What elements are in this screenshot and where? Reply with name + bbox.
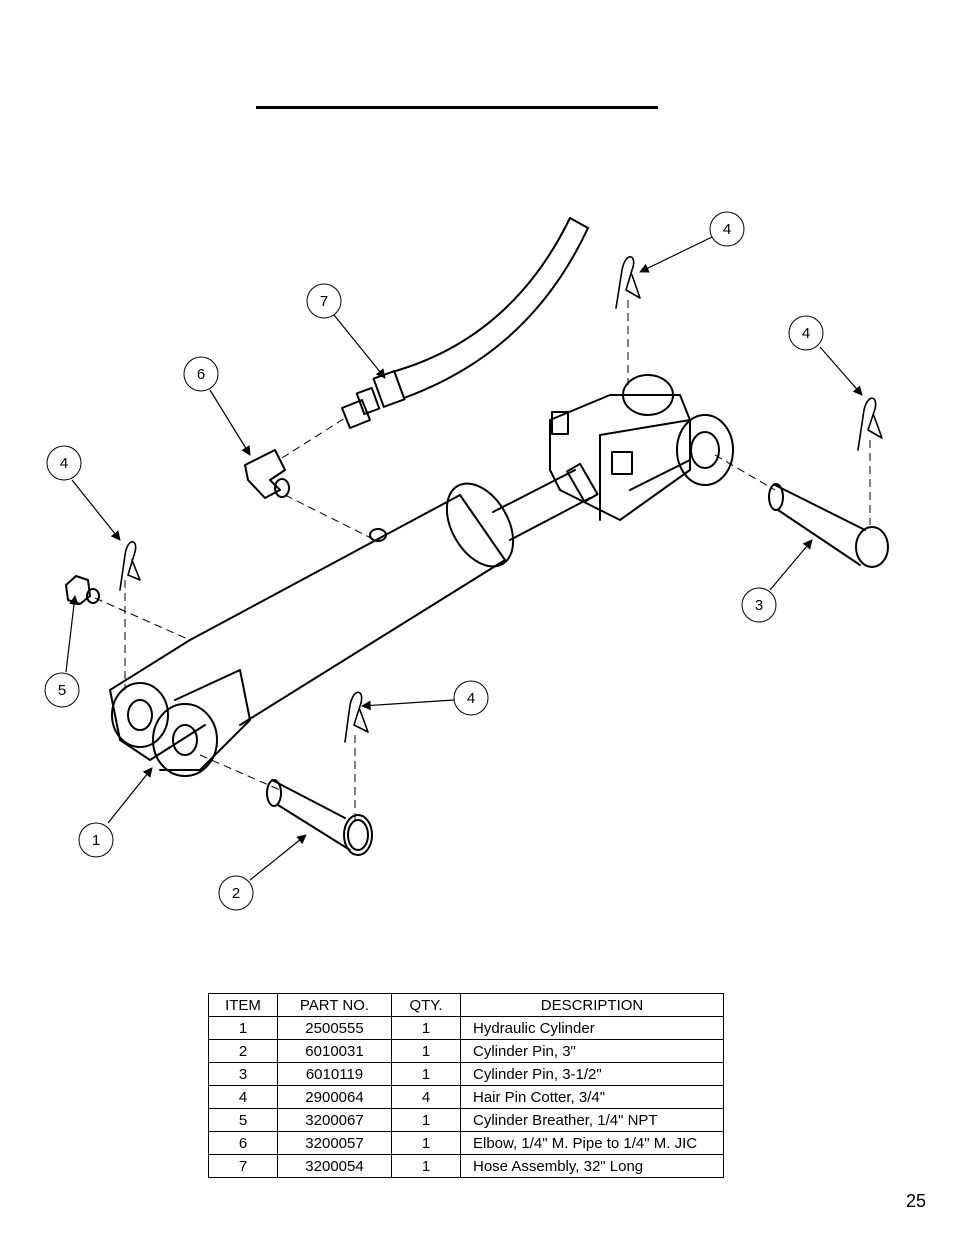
table-row: 4 2900064 4 Hair Pin Cotter, 3/4" — [208, 1085, 724, 1109]
parts-list-table: ITEM PART NO. QTY. DESCRIPTION 1 2500555… — [208, 993, 724, 1178]
table-row: 3 6010119 1 Cylinder Pin, 3-1/2" — [208, 1062, 724, 1086]
cell-part-no: 3200054 — [277, 1154, 392, 1178]
cell-description: Cylinder Pin, 3-1/2" — [460, 1062, 724, 1086]
cell-item: 5 — [208, 1108, 278, 1132]
cell-description: Hydraulic Cylinder — [460, 1016, 724, 1040]
callout-7: 7 — [306, 283, 342, 319]
table-row: 2 6010031 1 Cylinder Pin, 3" — [208, 1039, 724, 1063]
svg-text:4: 4 — [802, 325, 810, 342]
cell-description: Hair Pin Cotter, 3/4" — [460, 1085, 724, 1109]
callout-4: 4 — [46, 445, 82, 481]
header-item: ITEM — [208, 993, 278, 1017]
header-part-no: PART NO. — [277, 993, 392, 1017]
cell-part-no: 6010031 — [277, 1039, 392, 1063]
table-row: 5 3200067 1 Cylinder Breather, 1/4" NPT — [208, 1108, 724, 1132]
cell-qty: 1 — [391, 1016, 461, 1040]
cell-qty: 4 — [391, 1085, 461, 1109]
svg-text:4: 4 — [723, 221, 731, 238]
page-number: 25 — [905, 1191, 926, 1211]
cell-part-no: 3200057 — [277, 1131, 392, 1155]
svg-text:6: 6 — [197, 366, 205, 383]
cell-item: 4 — [208, 1085, 278, 1109]
svg-text:3: 3 — [755, 597, 763, 614]
table-row: 6 3200057 1 Elbow, 1/4" M. Pipe to 1/4" … — [208, 1131, 724, 1155]
cylinder-pin-3-5in — [768, 483, 889, 568]
cell-qty: 1 — [391, 1131, 461, 1155]
cell-part-no: 2500555 — [277, 1016, 392, 1040]
callout-4: 4 — [453, 680, 489, 716]
table-header-row: ITEM PART NO. QTY. DESCRIPTION — [208, 993, 724, 1017]
cylinder-pin-3in — [266, 779, 373, 856]
callout-3: 3 — [741, 587, 777, 623]
cell-item: 3 — [208, 1062, 278, 1086]
callout-5: 5 — [44, 672, 80, 708]
header-description: DESCRIPTION — [460, 993, 724, 1017]
elbow-fitting — [244, 449, 290, 499]
svg-text:5: 5 — [58, 682, 66, 699]
cylinder-breather — [65, 575, 100, 605]
hydraulic-cylinder — [109, 374, 734, 777]
cell-description: Elbow, 1/4" M. Pipe to 1/4" M. JIC — [460, 1131, 724, 1155]
header-qty: QTY. — [391, 993, 461, 1017]
exploded-parts-diagram: 7 6 4 4 4 4 5 1 — [44, 211, 889, 911]
svg-text:2: 2 — [232, 885, 240, 902]
cell-description: Cylinder Breather, 1/4" NPT — [460, 1108, 724, 1132]
cell-qty: 1 — [391, 1154, 461, 1178]
cell-item: 6 — [208, 1131, 278, 1155]
table-row: 7 3200054 1 Hose Assembly, 32" Long — [208, 1154, 724, 1178]
cell-qty: 1 — [391, 1039, 461, 1063]
svg-text:4: 4 — [60, 455, 68, 472]
cell-item: 1 — [208, 1016, 278, 1040]
hair-pin-cotters — [119, 256, 883, 743]
title-rule — [256, 106, 658, 109]
hose-assembly — [341, 217, 589, 429]
cell-part-no: 6010119 — [277, 1062, 392, 1086]
callout-4: 4 — [788, 315, 824, 351]
cell-qty: 1 — [391, 1062, 461, 1086]
svg-text:4: 4 — [467, 690, 475, 707]
cell-qty: 1 — [391, 1108, 461, 1132]
callout-4: 4 — [709, 211, 745, 247]
cell-item: 2 — [208, 1039, 278, 1063]
assembly-lines — [94, 300, 871, 820]
callout-2: 2 — [218, 875, 254, 911]
svg-text:7: 7 — [320, 293, 328, 310]
leader-lines — [65, 236, 863, 881]
cell-description: Hose Assembly, 32" Long — [460, 1154, 724, 1178]
cell-part-no: 3200067 — [277, 1108, 392, 1132]
cell-description: Cylinder Pin, 3" — [460, 1039, 724, 1063]
cell-item: 7 — [208, 1154, 278, 1178]
table-row: 1 2500555 1 Hydraulic Cylinder — [208, 1016, 724, 1040]
callout-1: 1 — [78, 822, 114, 858]
callout-6: 6 — [183, 356, 219, 392]
cell-part-no: 2900064 — [277, 1085, 392, 1109]
svg-text:1: 1 — [92, 832, 100, 849]
